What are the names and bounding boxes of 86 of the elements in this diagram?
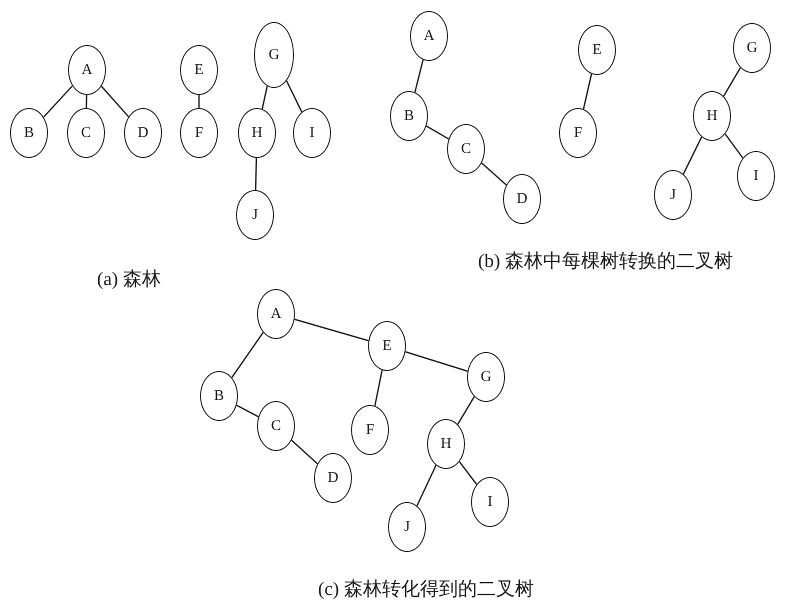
- edge-line: [86, 94, 88, 108]
- tree-node-ellipse: [68, 45, 106, 95]
- node-letter: F: [366, 422, 374, 438]
- tree-node-ellipse: [236, 190, 274, 240]
- node-letter: B: [24, 124, 34, 142]
- node-letter: D: [138, 124, 148, 142]
- edge-line: [291, 440, 318, 464]
- node-letter: C: [270, 418, 281, 434]
- edge-line: [682, 136, 702, 174]
- node-letter: I: [310, 124, 314, 142]
- edge-line: [236, 404, 259, 418]
- tree-node-ellipse: [180, 45, 218, 95]
- tree-node-ellipse: [200, 371, 238, 421]
- edge-line: [458, 461, 478, 485]
- edge-line: [582, 74, 592, 110]
- edge-line: [198, 95, 200, 108]
- node-letter: I: [754, 168, 758, 184]
- figure-caption: (a) 森林: [97, 268, 161, 292]
- tree-node-ellipse: [254, 22, 294, 88]
- edge-line: [405, 351, 468, 372]
- tree-node-ellipse: [293, 108, 331, 158]
- edge-line: [231, 332, 264, 378]
- tree-node-ellipse: [351, 405, 389, 455]
- node-letter: J: [252, 206, 258, 224]
- tree-node-ellipse: [180, 108, 218, 158]
- node-letter: D: [328, 470, 338, 486]
- tree-node-ellipse: [257, 401, 295, 451]
- tree-node-ellipse: [471, 477, 509, 527]
- node-letter: H: [440, 436, 452, 452]
- figure-caption: (b) 森林中每棵树转换的二叉树: [478, 250, 733, 274]
- edge-line: [723, 67, 741, 97]
- node-letter: J: [404, 518, 410, 536]
- edge-line: [481, 162, 507, 186]
- tree-node-ellipse: [410, 11, 448, 61]
- node-letter: E: [194, 62, 204, 78]
- tree-node-ellipse: [503, 174, 541, 224]
- node-letter: E: [382, 338, 392, 354]
- node-letter: A: [82, 62, 92, 78]
- node-letter: I: [488, 494, 492, 510]
- tree-node-ellipse: [368, 321, 406, 371]
- tree-node-ellipse: [427, 419, 465, 469]
- edge-line: [43, 85, 73, 118]
- node-letter: H: [252, 124, 262, 142]
- node-letter: J: [670, 186, 676, 204]
- edge-line: [416, 464, 437, 506]
- node-letter: G: [746, 40, 758, 56]
- node-letter: D: [516, 190, 528, 208]
- node-letter: C: [460, 140, 471, 158]
- tree-node-ellipse: [447, 124, 485, 174]
- edge-line: [414, 60, 424, 92]
- edge-line: [286, 80, 302, 112]
- node-letter: G: [268, 46, 280, 64]
- node-letter: F: [574, 124, 582, 142]
- node-letter: H: [706, 108, 718, 124]
- edge-line: [457, 396, 475, 425]
- edge-line: [724, 134, 744, 158]
- figure-caption: (c) 森林转化得到的二叉树: [318, 578, 534, 602]
- tree-node-ellipse: [693, 91, 731, 141]
- tree-node-ellipse: [654, 170, 692, 220]
- tree-node-ellipse: [124, 108, 162, 158]
- tree-node-ellipse: [314, 453, 352, 503]
- tree-node-ellipse: [67, 108, 105, 158]
- tree-node-ellipse: [238, 108, 276, 158]
- edge-line: [426, 125, 449, 140]
- node-letter: F: [194, 124, 204, 142]
- edge-line: [294, 318, 369, 342]
- node-letter: B: [214, 388, 224, 404]
- tree-node-ellipse: [733, 23, 771, 73]
- edge-line: [374, 370, 383, 406]
- node-letter: G: [480, 368, 492, 386]
- node-letter: A: [424, 28, 434, 44]
- node-letter: A: [270, 306, 282, 322]
- tree-node-ellipse: [578, 25, 616, 75]
- node-letter: C: [80, 124, 91, 142]
- node-letter: B: [404, 108, 414, 124]
- tree-node-ellipse: [10, 108, 48, 158]
- edge-line: [262, 86, 268, 110]
- tree-node-ellipse: [257, 289, 295, 339]
- tree-node-ellipse: [559, 108, 597, 158]
- node-letter: E: [592, 42, 602, 58]
- tree-node-ellipse: [390, 91, 428, 141]
- tree-node-ellipse: [467, 352, 505, 402]
- edge-line: [100, 86, 130, 118]
- tree-node-ellipse: [737, 151, 775, 201]
- edge-line: [254, 158, 258, 190]
- tree-node-ellipse: [388, 502, 426, 552]
